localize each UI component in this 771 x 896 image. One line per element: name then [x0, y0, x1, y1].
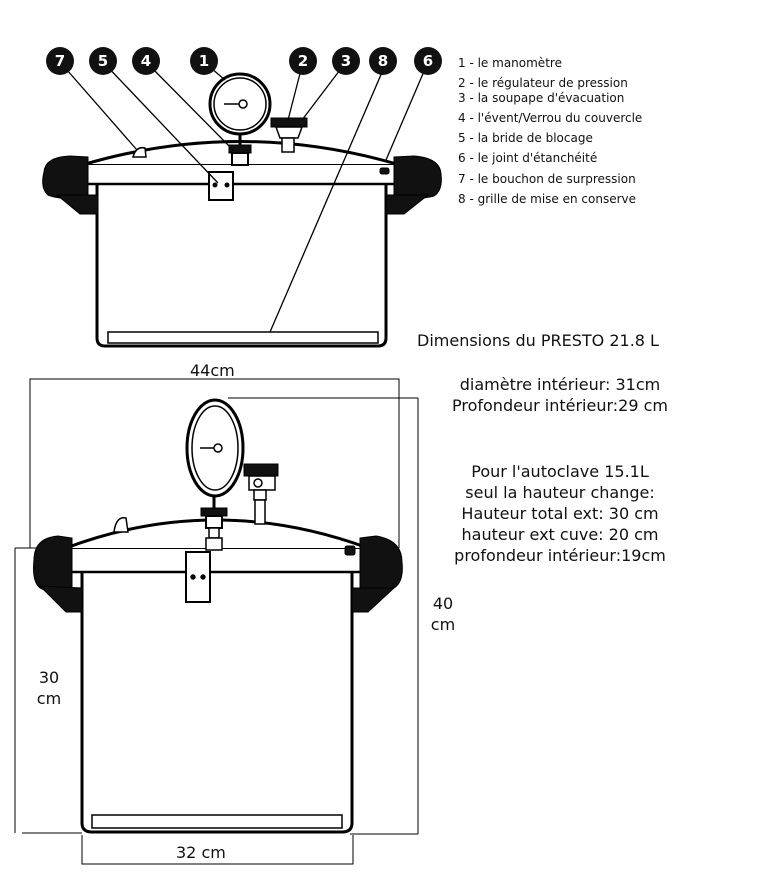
interior-depth: Profondeur intérieur:29 cm — [452, 396, 668, 415]
callout-leaders — [59, 61, 429, 333]
callout-1: 1 — [190, 47, 218, 75]
legend-item: 2 - le régulateur de pression — [458, 76, 628, 90]
variant-line: hauteur ext cuve: 20 cm — [461, 525, 659, 544]
dimension-lines — [14, 378, 419, 865]
interior-specs: diamètre intérieur: 31cm Profondeur inté… — [430, 374, 690, 416]
svg-text:7: 7 — [55, 52, 65, 70]
svg-text:8: 8 — [378, 52, 388, 70]
legend-item: 5 - la bride de blocage — [458, 131, 593, 145]
width-bottom-label: 32 cm — [176, 843, 226, 862]
legend-item: 4 - l'évent/Verrou du couvercle — [458, 111, 643, 125]
svg-text:2: 2 — [298, 52, 308, 70]
bottom-canner — [33, 398, 403, 834]
svg-text:3: 3 — [341, 52, 351, 70]
callout-4: 4 — [132, 47, 160, 75]
legend-item: 3 - la soupape d'évacuation — [458, 91, 625, 105]
height-total-label: 40 cm — [430, 594, 456, 634]
page-title: Dimensions du PRESTO 21.8 L — [417, 331, 659, 350]
callout-6: 6 — [414, 47, 442, 75]
variant-line: Pour l'autoclave 15.1L — [471, 462, 649, 481]
variant-line: Hauteur total ext: 30 cm — [461, 504, 659, 523]
interior-diameter: diamètre intérieur: 31cm — [459, 375, 661, 394]
height-body-label: 30 cm — [36, 668, 62, 708]
callout-5: 5 — [89, 47, 117, 75]
callout-badges: 7 5 4 1 2 3 8 6 — [46, 47, 442, 75]
svg-text:4: 4 — [141, 52, 151, 70]
legend-item: 1 - le manomètre — [458, 56, 562, 70]
legend-item: 6 - le joint d'étanchéité — [458, 151, 598, 165]
svg-text:5: 5 — [98, 52, 108, 70]
svg-text:1: 1 — [199, 52, 209, 70]
variant-line: seul la hauteur change: — [465, 483, 655, 502]
variant-specs: Pour l'autoclave 15.1L seul la hauteur c… — [430, 461, 690, 566]
top-canner — [42, 72, 442, 348]
variant-line: profondeur intérieur:19cm — [454, 546, 666, 565]
callout-2: 2 — [289, 47, 317, 75]
legend-item: 7 - le bouchon de surpression — [458, 172, 636, 186]
svg-text:6: 6 — [423, 52, 433, 70]
callout-7: 7 — [46, 47, 74, 75]
callout-3: 3 — [332, 47, 360, 75]
width-top-label: 44cm — [190, 361, 235, 380]
legend-item: 8 - grille de mise en conserve — [458, 192, 637, 206]
callout-8: 8 — [369, 47, 397, 75]
